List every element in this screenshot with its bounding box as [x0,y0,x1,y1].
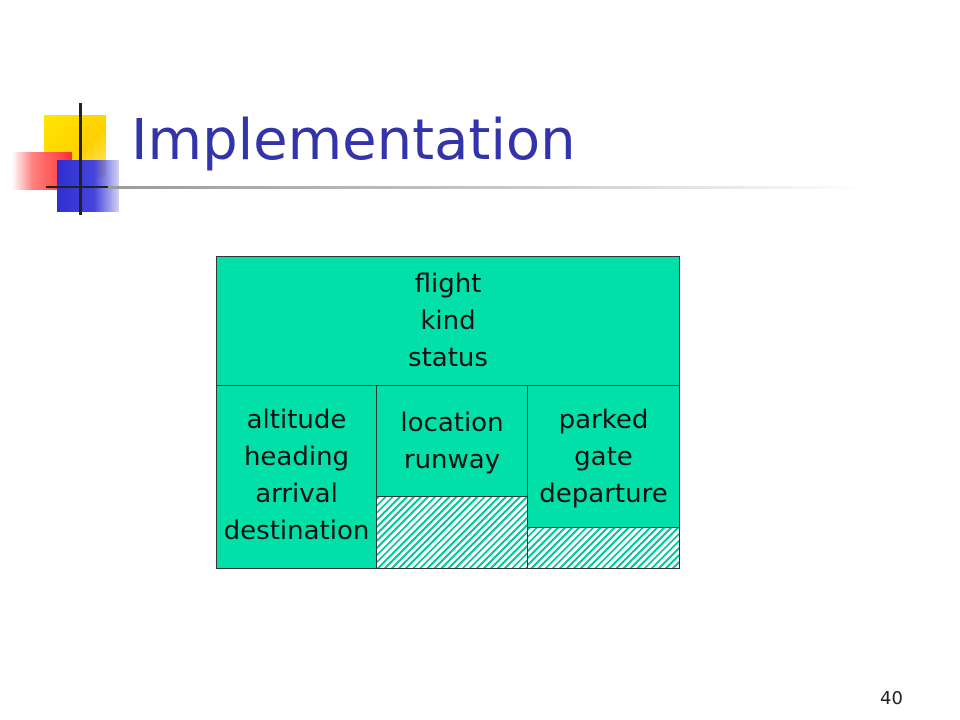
field-runway: runway [403,445,501,475]
column-right: parked gate departure [527,385,680,528]
column-middle: location runway [376,385,528,497]
logo-horizontal-line [46,186,126,188]
field-location: location [400,408,504,438]
field-gate: gate [574,442,633,472]
field-destination: destination [223,516,370,546]
top-block: flight kind status [216,256,680,386]
field-altitude: altitude [246,405,347,435]
column-right-unused-space [527,527,680,569]
column-middle-unused-space [376,496,528,569]
field-parked: parked [558,405,649,435]
page-number: 40 [880,688,903,709]
field-status: status [408,343,488,373]
field-flight: flight [414,269,482,299]
slide-title: Implementation [131,108,576,173]
title-underline [108,186,868,189]
field-kind: kind [420,306,476,336]
column-left: altitude heading arrival destination [216,385,377,569]
logo-vertical-line [79,103,82,215]
field-heading: heading [243,442,350,472]
field-arrival: arrival [255,479,338,509]
field-departure: departure [539,479,668,509]
